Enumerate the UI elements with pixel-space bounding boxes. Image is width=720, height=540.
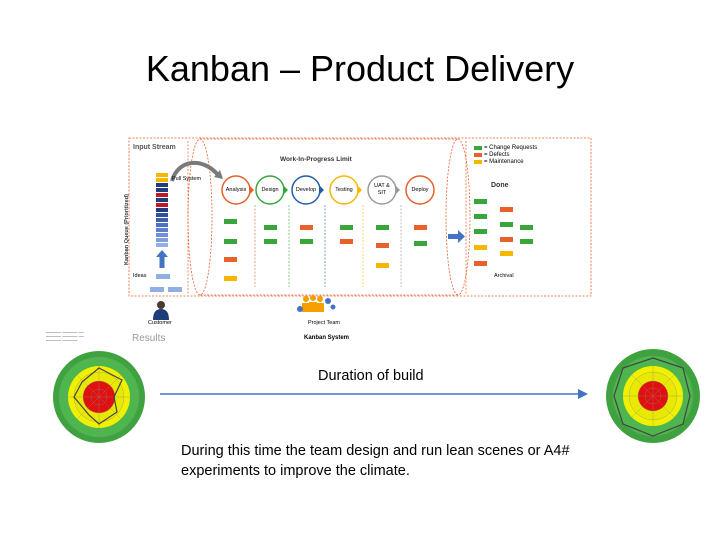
stage-deploy	[405, 175, 435, 205]
idea-box	[150, 287, 164, 292]
card	[224, 239, 237, 244]
card	[520, 239, 533, 244]
input-stream-label: Input Stream	[133, 144, 176, 151]
legend: = Change Requests = Defects = Maintenanc…	[474, 144, 537, 165]
legend-item: = Defects	[474, 151, 537, 158]
legend-item: = Change Requests	[474, 144, 537, 151]
kanban-queue	[156, 173, 168, 247]
card	[414, 241, 427, 246]
radar-legend-text: ——— ——— —	[46, 330, 84, 336]
radar-series-before	[73, 367, 123, 425]
customer-label: Customer	[148, 320, 172, 326]
card	[340, 225, 353, 230]
card	[500, 207, 513, 212]
wip-right-ellipse	[445, 138, 471, 296]
kanban-queue-label: Kanban Queue (Prioritized)	[124, 194, 130, 265]
stage-circles	[221, 175, 435, 205]
kanban-outer-border	[128, 137, 592, 297]
card	[414, 225, 427, 230]
legend-swatch	[474, 145, 482, 150]
card	[300, 225, 313, 230]
done-arrow	[448, 230, 465, 243]
project-team-icon	[297, 295, 336, 312]
stage-label: Analysis	[225, 187, 247, 193]
svg-text:——— ———: ——— ———	[46, 338, 77, 344]
card	[340, 239, 353, 244]
stage-label: Testing	[335, 187, 353, 193]
card	[376, 263, 389, 268]
card	[474, 261, 487, 266]
stage-label: Design	[261, 187, 279, 193]
description-text: During this time the team design and run…	[181, 443, 570, 479]
project-team-label: Project Team	[308, 320, 340, 326]
card	[500, 251, 513, 256]
legend-swatch	[474, 152, 482, 157]
card	[376, 243, 389, 248]
svg-text:——— ——— —: ——— ——— —	[46, 334, 84, 340]
pull-system-label: Pull System	[172, 176, 202, 182]
radar-chart-before: ——— ——— — ——— ——— — ——— ———	[46, 330, 145, 443]
card	[300, 239, 313, 244]
kanban-diagram	[128, 137, 592, 320]
radar-series-after	[613, 357, 691, 437]
stage-label: UAT & SIT	[374, 183, 390, 196]
duration-arrow	[160, 389, 588, 399]
kanban-system-label: Kanban System	[304, 335, 350, 341]
card	[264, 225, 277, 230]
done-cards	[474, 199, 533, 266]
wip-left-ellipse	[187, 138, 213, 296]
duration-label: Duration of build	[318, 368, 424, 384]
card	[376, 225, 389, 230]
customer-icon	[153, 301, 169, 320]
card	[224, 257, 237, 262]
stage-label: Develop	[295, 187, 317, 193]
stage-label: Deploy	[411, 187, 429, 193]
radar-chart-after	[606, 349, 700, 443]
ideas-label: Ideas	[133, 273, 147, 279]
card	[474, 199, 487, 204]
idea-box	[156, 274, 170, 279]
idea-box	[168, 287, 182, 292]
pull-system-arrow	[170, 160, 220, 182]
legend-swatch	[474, 159, 482, 164]
results-label: Results	[132, 333, 166, 344]
card	[500, 222, 513, 227]
done-label: Done	[491, 182, 509, 189]
card	[474, 214, 487, 219]
card	[500, 237, 513, 242]
card	[224, 276, 237, 281]
queue-up-arrow	[156, 250, 168, 268]
card	[474, 229, 487, 234]
card	[474, 245, 487, 250]
card	[224, 219, 237, 224]
card	[264, 239, 277, 244]
archival-label: Archival	[494, 273, 514, 279]
legend-item: = Maintenance	[474, 158, 537, 165]
slide-title: Kanban – Product Delivery	[145, 48, 575, 89]
card	[520, 225, 533, 230]
wip-cards	[224, 219, 427, 281]
wip-limit-label: Work-In-Progress Limit	[280, 156, 352, 163]
